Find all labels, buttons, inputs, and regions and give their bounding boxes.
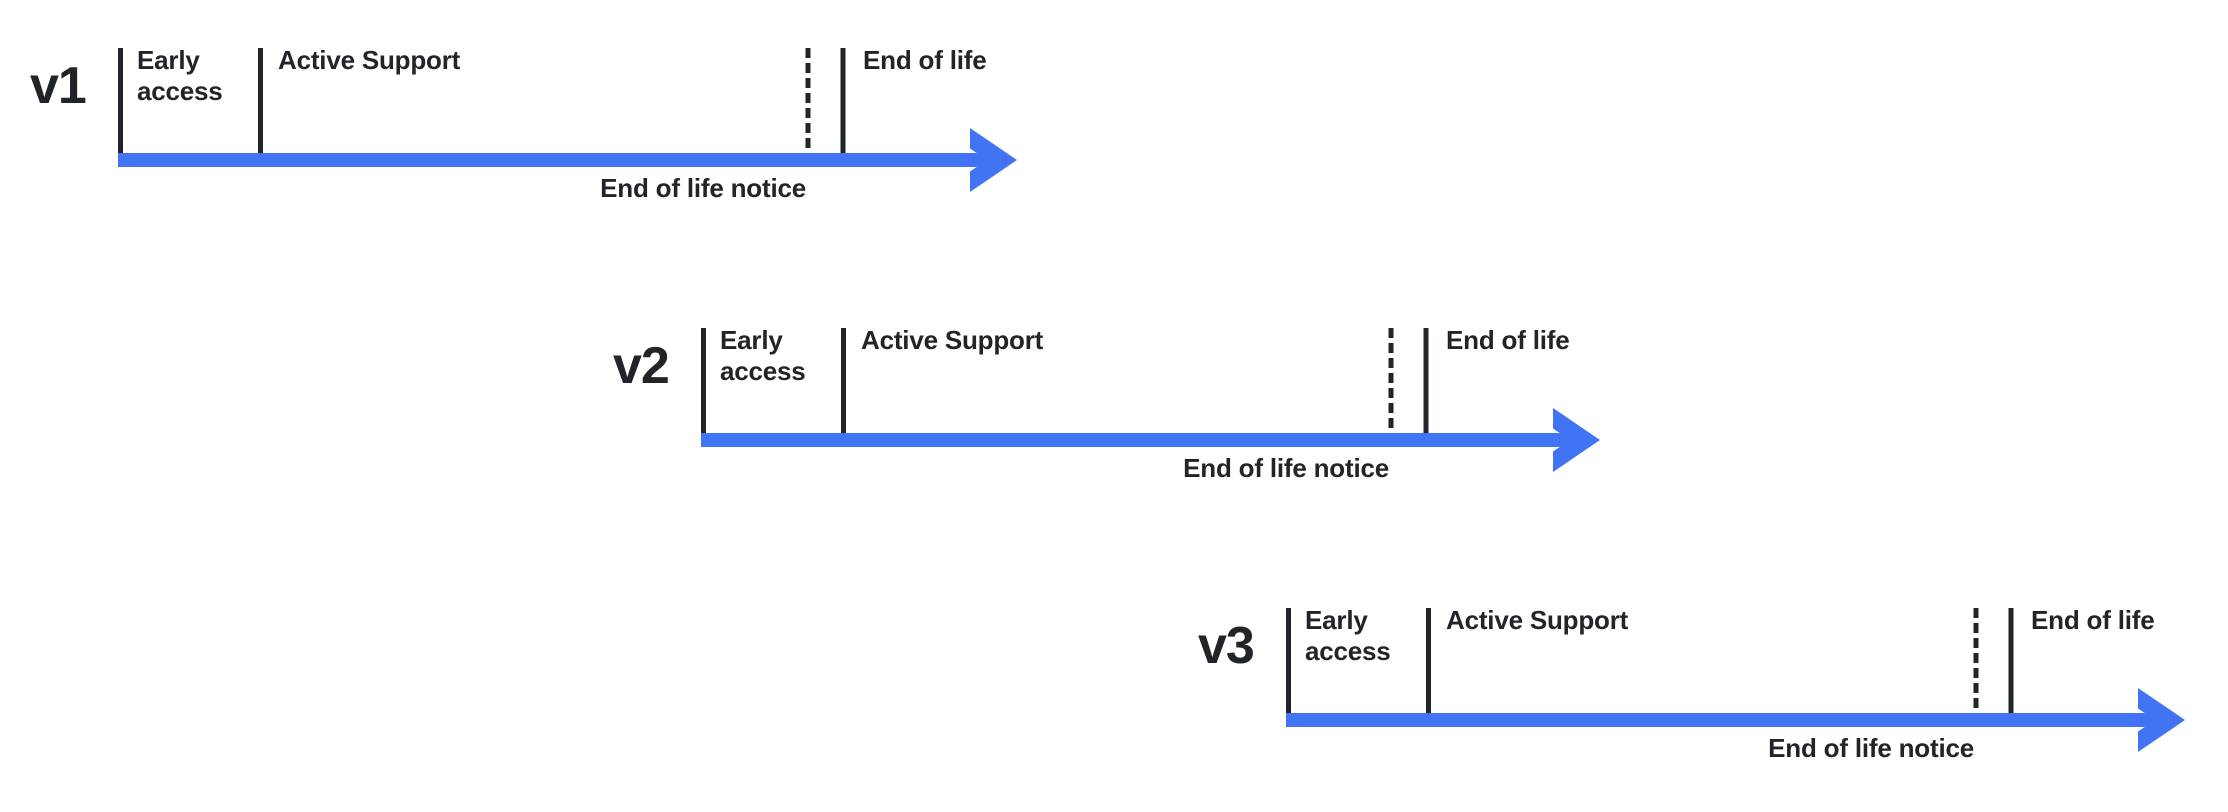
version-label: v3 (1198, 617, 1255, 675)
end-of-life-label: End of life (1446, 325, 1570, 355)
timeline-v2: v2 Early access Active Support End of li… (613, 325, 1661, 493)
early-access-label: Early access (137, 45, 223, 106)
arrow-head-icon (1553, 408, 1600, 472)
early-access-label: Early access (720, 325, 806, 386)
active-support-label: Active Support (1446, 605, 1629, 635)
arrow-head-icon (2138, 688, 2185, 752)
end-of-life-label: End of life (863, 45, 987, 75)
version-label: v2 (613, 337, 670, 395)
end-of-life-notice-label: End of life notice (1768, 733, 1974, 763)
early-access-label: Early access (1305, 605, 1391, 666)
timeline-bar (1286, 713, 2173, 727)
timeline-bar (118, 153, 1005, 167)
end-of-life-notice-label: End of life notice (600, 173, 806, 203)
timeline-v3: v3 Early access Active Support End of li… (1198, 605, 2228, 773)
end-of-life-notice-label: End of life notice (1183, 453, 1389, 483)
end-of-life-label: End of life (2031, 605, 2155, 635)
active-support-label: Active Support (861, 325, 1044, 355)
timeline-v1: v1 Early access Active Support End of li… (30, 45, 1078, 213)
timeline-arrow-graphic (1286, 608, 2185, 752)
timeline-arrow-graphic (701, 328, 1600, 472)
arrow-head-icon (970, 128, 1017, 192)
timeline-bar (701, 433, 1588, 447)
active-support-label: Active Support (278, 45, 461, 75)
version-label: v1 (30, 57, 87, 115)
timeline-arrow-graphic (118, 48, 1017, 192)
